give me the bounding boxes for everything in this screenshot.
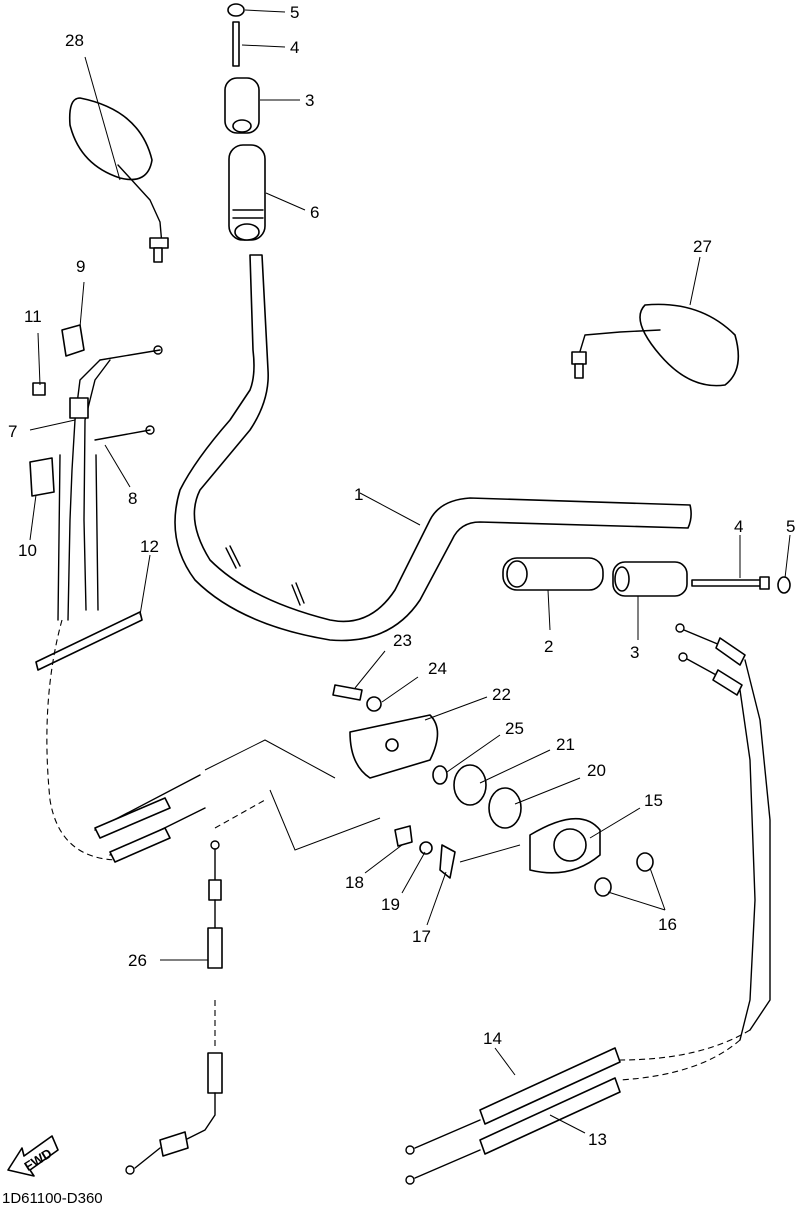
right-mirror — [571, 303, 740, 387]
left-cable-assembly — [29, 324, 206, 863]
label-4-right: 4 — [734, 517, 743, 536]
label-8: 8 — [128, 489, 137, 508]
label-19: 19 — [381, 895, 400, 914]
label-3-top: 3 — [305, 91, 314, 110]
label-2: 2 — [544, 637, 553, 656]
label-4-top: 4 — [290, 38, 299, 57]
label-10: 10 — [18, 541, 37, 560]
label-9: 9 — [76, 257, 85, 276]
label-18: 18 — [345, 873, 364, 892]
handlebar — [174, 254, 692, 642]
label-12: 12 — [140, 537, 159, 556]
right-grip-assembly — [502, 557, 791, 597]
label-16: 16 — [658, 915, 677, 934]
label-22: 22 — [492, 685, 511, 704]
label-21: 21 — [556, 735, 575, 754]
label-24: 24 — [428, 659, 447, 678]
switch-housing — [332, 684, 654, 897]
label-13: 13 — [588, 1130, 607, 1149]
diagram-code: 1D61100-D360 — [2, 1190, 103, 1207]
label-25: 25 — [505, 719, 524, 738]
label-14: 14 — [483, 1029, 502, 1048]
label-3-right: 3 — [630, 643, 639, 662]
label-17: 17 — [412, 927, 431, 946]
right-cable-assembly — [405, 623, 771, 1185]
center-cable — [125, 840, 223, 1175]
label-26: 26 — [128, 951, 147, 970]
label-5-right: 5 — [786, 517, 795, 536]
label-15: 15 — [644, 791, 663, 810]
label-6: 6 — [310, 203, 319, 222]
left-mirror — [68, 97, 169, 263]
label-23: 23 — [393, 631, 412, 650]
label-1: 1 — [354, 485, 363, 504]
fwd-arrow-icon: FWD — [7, 1135, 59, 1177]
guide-lines — [204, 739, 521, 1050]
label-27: 27 — [693, 237, 712, 256]
leader-lines — [29, 9, 791, 1134]
part-labels: 5 4 3 6 28 27 9 11 7 8 10 12 1 2 3 4 5 2… — [8, 3, 795, 1149]
label-28: 28 — [65, 31, 84, 50]
label-7: 7 — [8, 422, 17, 441]
label-11: 11 — [24, 307, 42, 326]
left-grip-assembly — [224, 3, 266, 241]
label-20: 20 — [587, 761, 606, 780]
label-5-top: 5 — [290, 3, 299, 22]
